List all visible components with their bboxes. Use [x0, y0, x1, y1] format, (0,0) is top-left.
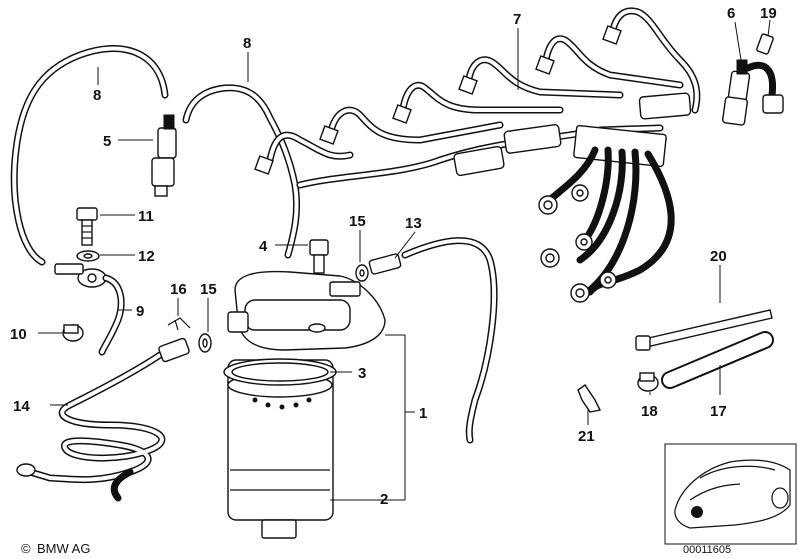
banjo-bolt-assembly — [54, 207, 125, 356]
callout-labels: 1 2 3 4 5 6 7 8 8 9 10 11 12 13 14 15 15… — [10, 5, 777, 508]
fuel-line-14 — [16, 337, 190, 502]
callout-3: 3 — [358, 365, 366, 382]
callout-8-left: 8 — [93, 87, 101, 104]
callout-15-right: 15 — [349, 213, 366, 230]
callout-4: 4 — [259, 238, 268, 255]
callout-13: 13 — [405, 215, 422, 232]
callout-9: 9 — [136, 303, 144, 320]
callout-19: 19 — [760, 5, 777, 22]
filter-housing — [223, 239, 386, 539]
copyright-symbol: © — [21, 541, 31, 556]
fuel-line-13 — [368, 237, 498, 444]
injector-right — [721, 33, 784, 126]
hose-17 — [661, 331, 774, 389]
clip-21 — [577, 384, 602, 413]
injector-line-set — [254, 7, 701, 303]
hose-clamp-10 — [62, 324, 84, 342]
callout-16: 16 — [170, 281, 187, 298]
callout-20: 20 — [710, 248, 727, 265]
callout-1: 1 — [419, 405, 427, 422]
hose-clamp-18 — [637, 372, 659, 392]
brand-label: BMW AG — [37, 541, 90, 556]
callout-17: 17 — [710, 403, 727, 420]
callout-14: 14 — [13, 398, 30, 415]
location-marker — [691, 506, 703, 518]
inset-doc-number: 00011605 — [683, 544, 731, 556]
callout-10: 10 — [10, 326, 27, 343]
cable-tie-20 — [635, 309, 773, 351]
callout-15-left: 15 — [200, 281, 217, 298]
injector-left — [151, 114, 177, 197]
vehicle-location-inset: 00011605 — [664, 443, 797, 556]
callout-11: 11 — [138, 208, 154, 225]
o-ring-15-right — [355, 264, 369, 282]
callout-8-top: 8 — [243, 35, 251, 52]
callout-18: 18 — [641, 403, 658, 420]
callout-21: 21 — [578, 428, 595, 445]
o-ring-15-left — [198, 333, 212, 353]
leader-lines — [38, 19, 771, 501]
callout-12: 12 — [138, 248, 155, 265]
callout-5: 5 — [103, 133, 111, 150]
footer: © BMW AG — [21, 541, 90, 556]
callout-6: 6 — [727, 5, 735, 22]
callout-7: 7 — [513, 11, 521, 28]
clip-16 — [167, 317, 191, 331]
callout-2: 2 — [380, 491, 388, 508]
fuel-return-hose — [10, 45, 301, 266]
